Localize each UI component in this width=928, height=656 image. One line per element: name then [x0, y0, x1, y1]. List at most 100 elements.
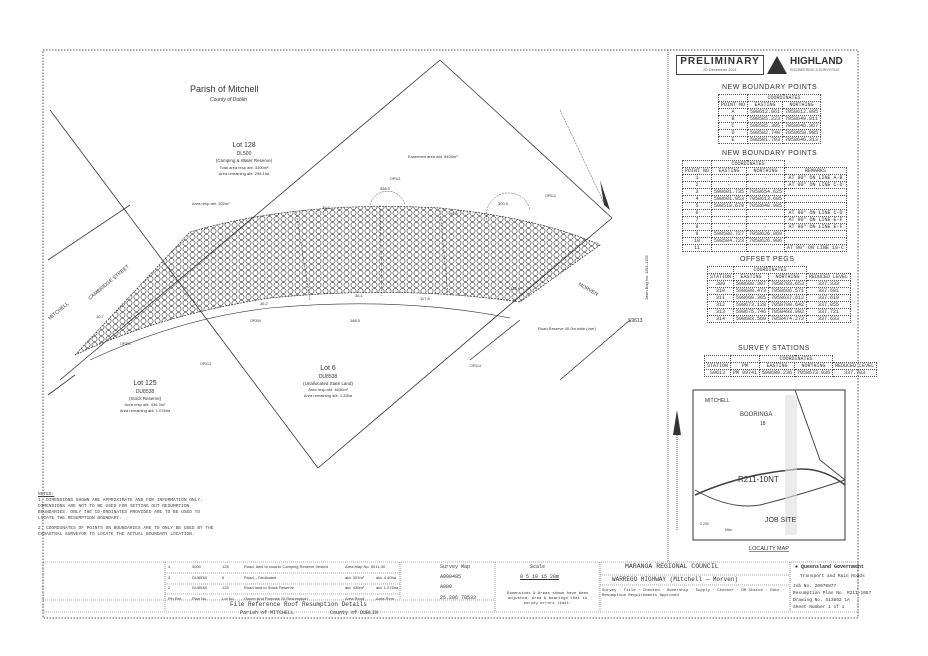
survey-mark: OP314	[470, 364, 481, 368]
lot125-plan: DU8538	[136, 389, 155, 395]
table-cell: A	[717, 108, 749, 116]
lot125-remaining: Area remaining abt. 1.076ha	[120, 408, 171, 413]
locality-map-title: LOCALITY MAP	[749, 546, 789, 552]
table-cell: 598680.236	[759, 369, 796, 377]
revision-cell: DU8538	[192, 574, 207, 580]
parish-field: Parish of MITCHELL	[240, 610, 294, 616]
north-arrow-icon	[600, 180, 610, 210]
offset-title: OFFSET PEGS	[740, 256, 795, 263]
file-reference: File Reference Roof Resumption Details	[230, 601, 367, 608]
dimension: 36.2	[260, 301, 269, 306]
table-cell: 598584.723	[711, 237, 748, 245]
check-approved: Resumption Requirements Approved	[602, 594, 679, 598]
lot6-label: Lot 6	[320, 365, 336, 372]
res-value: R211-1087	[847, 591, 872, 596]
table-cell: AT 90° ON LINE C-D	[784, 209, 848, 217]
table-cell: 598660.365	[733, 294, 770, 302]
survey-map-label: Survey Map	[440, 564, 471, 570]
table-cell: 598673.128	[733, 301, 770, 309]
table-cell: PM 99741	[730, 369, 761, 377]
note-2: 2. COORDINATES OF POINTS ON BOUNDARIES A…	[38, 526, 214, 537]
table-cell: 598585.223	[747, 115, 784, 123]
check-survey: Survey	[602, 589, 617, 593]
table-cell: 598518.678	[711, 202, 748, 210]
revision-cell: Area Map No. 5011-30	[345, 564, 386, 569]
table-cell: -	[711, 174, 748, 182]
parish-value: MITCHELL	[270, 610, 295, 616]
table-cell: D	[717, 129, 749, 137]
locality-road: R211-10NT	[738, 475, 779, 484]
table-cell: -	[711, 181, 748, 189]
table-cell	[784, 195, 848, 203]
table-cell: 311	[706, 294, 735, 302]
preliminary-stamp: PRELIMINARY 20 December 2011	[676, 55, 764, 75]
locality-scale: 0 200	[700, 522, 709, 526]
table-cell: 7058673.036	[794, 369, 834, 377]
table-cell: 598601.953	[711, 195, 748, 203]
table-cell: 11	[681, 244, 713, 252]
highland-logo: HIGHLAND ENGINEERING & SURVEYING	[766, 55, 858, 75]
sheet-label: Sheet Number	[793, 605, 826, 610]
revision-cell: Area Rem.	[376, 595, 396, 601]
table-row: 7--AT 90° ON LINE E-F	[681, 216, 848, 224]
table-cell: S9613	[703, 369, 732, 377]
lot6-area: Area resp abt. 4630m²	[308, 387, 348, 392]
lot128-remaining: Area remaining abt. 298.1ha	[219, 171, 270, 176]
table-cell: 337.703	[832, 369, 878, 377]
locality-north-arrow-icon	[673, 410, 681, 435]
easement-label: Easement area abt. 5400m²	[408, 154, 458, 159]
check-supply: Supply	[695, 589, 711, 593]
table-cell: 7058646.313	[782, 136, 822, 144]
drawing-value: S13892	[825, 598, 842, 603]
column-header: REDUCED LEVEL	[832, 362, 878, 370]
revision-cell: abt. 302m²	[345, 574, 365, 580]
table-cell: 312	[706, 301, 735, 309]
locality-area-no: 18	[760, 421, 766, 427]
table-cell: 598582.749	[747, 129, 784, 137]
revision-value: 1A	[844, 598, 850, 603]
table-row: 8--AT 90° ON LINE E-F	[681, 223, 848, 231]
resumption-no: Resumption Plan No. R211-1087	[793, 591, 871, 597]
column-header: REDUCED LEVEL	[806, 273, 852, 281]
column-header: EASTING	[733, 273, 770, 281]
revision-cell: Lot No.	[222, 595, 235, 601]
chord-lines	[295, 109, 606, 301]
parish-label: Parish of Mitchell	[190, 84, 259, 94]
table-cell: 8	[681, 223, 713, 231]
revision-cell: Pin Ref.	[168, 595, 183, 601]
survey-map-value: A000	[440, 584, 453, 590]
drawing-label: Drawing No.	[793, 598, 823, 603]
revision-cell: Road, - Dedicated	[244, 574, 277, 580]
county-label: County of	[330, 610, 358, 616]
street-morven: MORVEN	[577, 282, 599, 298]
table-cell: -	[711, 223, 748, 231]
table-cell: 598600.473	[733, 287, 770, 295]
revision-cell: Plan No.	[192, 595, 208, 601]
blank-header	[706, 266, 735, 274]
check-checker: Checker	[717, 589, 735, 593]
survey-mark: OP310	[120, 342, 131, 346]
table-cell: AT 90° ON LINE E-F	[784, 216, 848, 224]
scale-ticks: 0 5 10 15 20m	[520, 574, 560, 580]
nbp2-title: NEW BOUNDARY POINTS	[722, 150, 818, 157]
revision-cell: abt. 4.40ha	[376, 574, 397, 580]
column-header: POINT NO	[717, 101, 749, 109]
table-row: 1--AT 90° ON LINE A-B	[681, 174, 848, 182]
job-label: Job No.	[793, 584, 812, 589]
scale-label: Scale	[530, 564, 546, 570]
table-cell: 7058708.642	[768, 301, 808, 309]
caution-note: Dimensions & Areas shown have been adjus…	[506, 592, 589, 606]
table-cell: 5	[681, 202, 713, 210]
preliminary-date: 20 December 2011	[703, 67, 737, 72]
drawing-border	[42, 49, 859, 619]
table-cell: -	[746, 216, 786, 224]
county-label: County of Dublin	[210, 97, 247, 103]
